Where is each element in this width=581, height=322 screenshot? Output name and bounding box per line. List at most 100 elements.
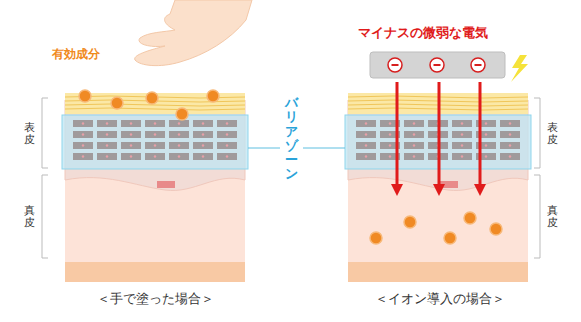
skin-cell	[169, 153, 189, 160]
cell-nucleus	[226, 155, 228, 157]
skin-cell	[145, 153, 165, 160]
cell-nucleus	[202, 133, 204, 135]
skin-cell	[404, 153, 424, 160]
cell-nucleus	[509, 133, 511, 135]
cell-nucleus	[154, 144, 156, 146]
minus-symbol	[471, 58, 485, 72]
skin-cell	[193, 142, 213, 149]
skin-cell	[217, 153, 237, 160]
minus-sign	[434, 64, 441, 66]
skin-cell	[217, 142, 237, 149]
cell-nucleus	[178, 133, 180, 135]
cell-nucleus	[461, 133, 463, 135]
skin-cell	[97, 153, 117, 160]
skin-cell	[169, 120, 189, 127]
stratum-line	[65, 104, 245, 106]
cell-nucleus	[226, 133, 228, 135]
layer-bracket	[534, 98, 540, 168]
cell-nucleus	[365, 133, 367, 135]
skin-base-band	[348, 262, 528, 282]
skin-cell	[97, 120, 117, 127]
cell-nucleus	[461, 155, 463, 157]
cell-nucleus	[130, 133, 132, 135]
ingredient-label: 有効成分	[52, 46, 100, 63]
cell-nucleus	[82, 144, 84, 146]
skin-cell	[97, 142, 117, 149]
layer-label: 真皮	[24, 205, 35, 229]
skin-cell	[121, 131, 141, 138]
skin-cell	[73, 120, 93, 127]
active-ingredient-dot	[146, 92, 158, 104]
active-ingredient-dot	[111, 97, 123, 109]
cell-nucleus	[485, 144, 487, 146]
skin-base-band	[65, 262, 245, 282]
cell-nucleus	[154, 122, 156, 124]
skin-cell	[356, 142, 376, 149]
dermis-cell	[157, 181, 175, 188]
barrier-zone	[62, 115, 248, 169]
cell-nucleus	[413, 155, 415, 157]
cell-nucleus	[130, 155, 132, 157]
skin-cell	[356, 120, 376, 127]
active-ingredient-dot	[404, 216, 416, 228]
cell-nucleus	[485, 133, 487, 135]
current-arrow	[438, 82, 441, 186]
active-ingredient-dot	[490, 223, 502, 235]
minus-sign	[475, 64, 482, 66]
cell-nucleus	[389, 133, 391, 135]
skin-cell	[145, 131, 165, 138]
cell-nucleus	[202, 155, 204, 157]
skin-cell	[121, 142, 141, 149]
skin-cell	[73, 131, 93, 138]
cell-nucleus	[226, 144, 228, 146]
layer-label: 表皮	[24, 122, 35, 146]
layer-bracket	[534, 175, 540, 258]
caption-label: ＜手で塗った場合＞	[97, 290, 214, 308]
skin-cell	[73, 142, 93, 149]
current-arrow	[479, 82, 482, 186]
cell-nucleus	[178, 144, 180, 146]
skin-cell	[193, 120, 213, 127]
cell-nucleus	[413, 122, 415, 124]
cell-nucleus	[389, 144, 391, 146]
skin-cell	[121, 120, 141, 127]
cell-nucleus	[485, 155, 487, 157]
barrier-label: バリアゾーン	[285, 96, 298, 182]
active-ingredient-dot	[370, 232, 382, 244]
skin-cell	[169, 142, 189, 149]
active-ingredient-dot	[444, 232, 456, 244]
skin-cell	[500, 131, 520, 138]
active-ingredient-dot	[176, 108, 188, 120]
cell-nucleus	[82, 155, 84, 157]
cell-nucleus	[389, 122, 391, 124]
cell-nucleus	[106, 144, 108, 146]
skin-cell	[452, 131, 472, 138]
skin-cell	[452, 120, 472, 127]
cell-nucleus	[178, 155, 180, 157]
cell-nucleus	[485, 122, 487, 124]
layer-bracket	[42, 98, 48, 168]
minus-symbol	[430, 58, 444, 72]
cell-nucleus	[413, 133, 415, 135]
skin-cell	[145, 142, 165, 149]
cell-nucleus	[154, 155, 156, 157]
cell-nucleus	[413, 144, 415, 146]
skin-cell	[500, 120, 520, 127]
cell-nucleus	[509, 122, 511, 124]
current-arrowhead	[474, 184, 486, 196]
cell-nucleus	[82, 122, 84, 124]
minus-sign	[392, 64, 399, 66]
skin-cell	[500, 153, 520, 160]
current-arrowhead	[391, 184, 403, 196]
skin-cell	[73, 153, 93, 160]
cell-nucleus	[365, 155, 367, 157]
cell-nucleus	[389, 155, 391, 157]
skin-cell	[217, 131, 237, 138]
caption-label: ＜イオン導入の場合＞	[375, 290, 505, 308]
skin-cell	[356, 153, 376, 160]
skin-cell	[193, 153, 213, 160]
skin-cell	[169, 131, 189, 138]
minus-symbol	[388, 58, 402, 72]
cell-nucleus	[202, 122, 204, 124]
